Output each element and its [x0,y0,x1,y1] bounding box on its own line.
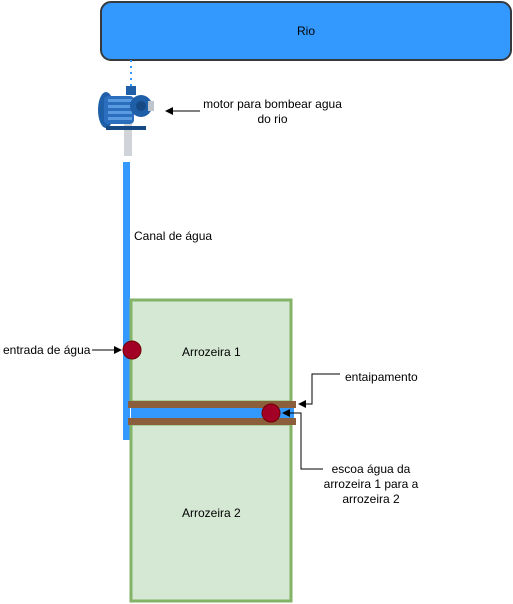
arrozeira-1-label: Arrozeira 1 [182,345,241,359]
water-canal [123,162,130,440]
escoa-label: escoa água da arrozeira 1 para a arrozei… [318,462,424,507]
entrada-label: entrada de água [3,343,91,357]
escoa-label-line3: arrozeira 2 [342,492,400,506]
arrozeira-2-label: Arrozeira 2 [182,506,241,520]
escoa-label-line2: arrozeira 1 para a [323,477,419,491]
canal-label: Canal de água [134,229,213,243]
motor-label-line1: motor para bombear agua [203,97,342,111]
entaipamento-arrow [298,373,340,408]
entaipamento-label: entaipamento [345,370,418,384]
motor-label-line2: do rio [257,112,288,126]
river-label: Rio [297,24,316,38]
levee-bottom [128,418,296,425]
levee-top [128,401,296,408]
inlet-valve [122,340,142,360]
transfer-channel [131,408,294,418]
motor-label: motor para bombear agua do rio [200,97,345,127]
escoa-label-line1: escoa água da [331,462,411,476]
river-box [100,1,512,61]
water-pump-icon [98,86,154,156]
arrozeira-2-field [129,422,293,603]
transfer-valve [261,403,281,423]
escoa-arrow [282,409,323,470]
